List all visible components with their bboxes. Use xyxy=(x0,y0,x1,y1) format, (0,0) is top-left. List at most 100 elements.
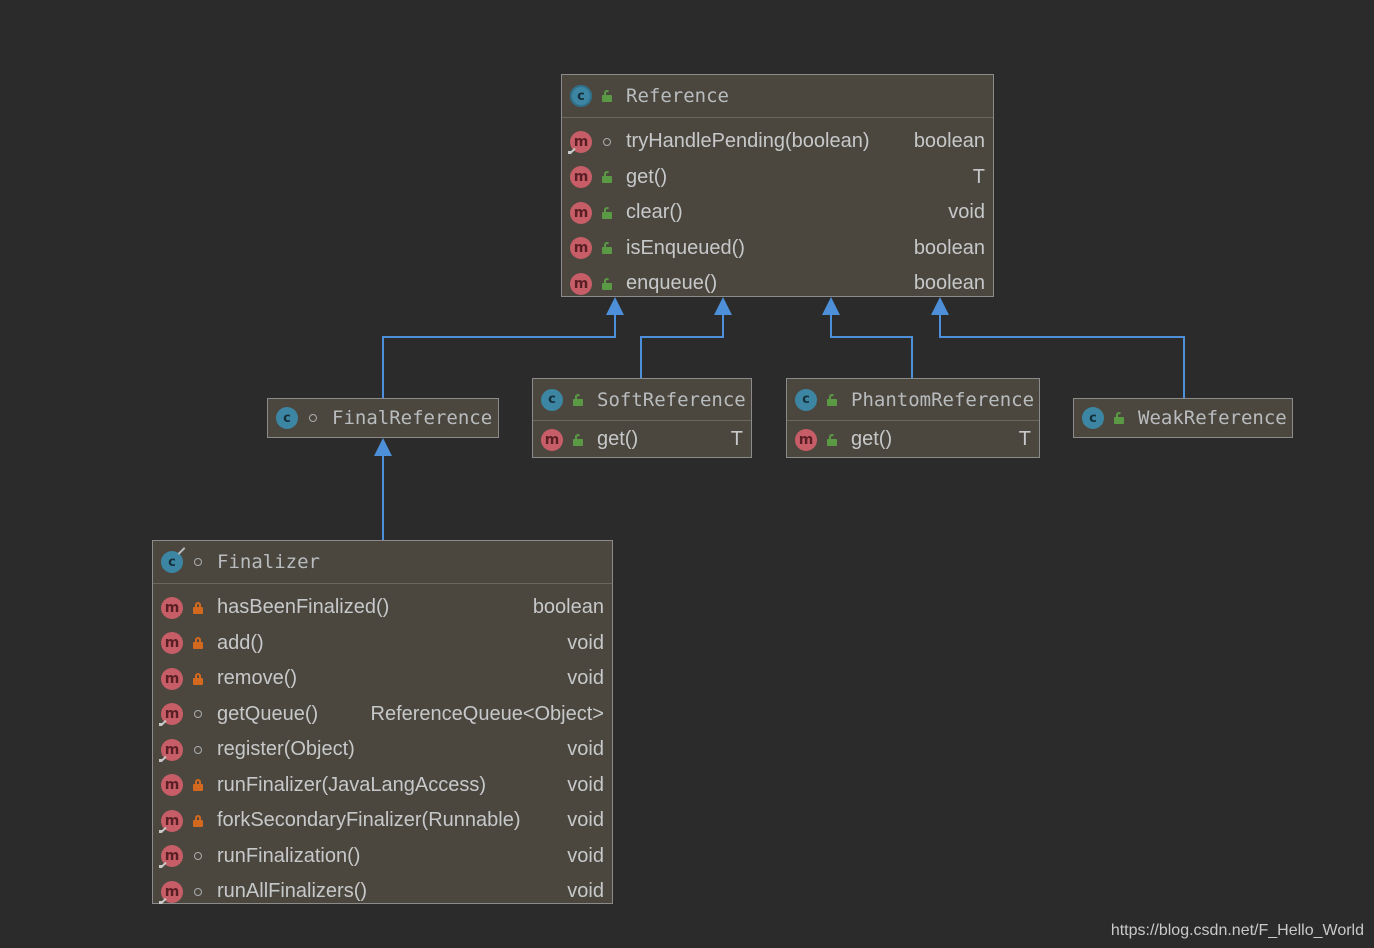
public-visibility-icon xyxy=(600,241,614,255)
public-visibility-icon xyxy=(1112,411,1126,425)
class-name: FinalReference xyxy=(332,407,493,429)
method-return-type: void xyxy=(567,773,604,796)
method-row[interactable]: m hasBeenFinalized() boolean xyxy=(153,590,612,626)
package-visibility-icon xyxy=(191,555,205,569)
class-name: Finalizer xyxy=(217,551,320,573)
method-return-type: T xyxy=(972,165,985,188)
method-return-type: T xyxy=(1018,428,1031,451)
method-row[interactable]: m runFinalizer(JavaLangAccess) void xyxy=(153,768,612,804)
class-icon: c xyxy=(541,388,563,411)
method-row[interactable]: m get() T xyxy=(787,422,1039,458)
public-visibility-icon xyxy=(825,393,839,407)
class-node-reference[interactable]: c Reference m tryHandlePending(boolean) bo… xyxy=(561,74,994,297)
method-return-type: void xyxy=(567,738,604,761)
class-header: c Finalizer xyxy=(153,541,612,584)
method-name: forkSecondaryFinalizer(Runnable) xyxy=(217,809,521,832)
class-header: c SoftReference xyxy=(533,379,751,421)
class-icon: c xyxy=(276,407,298,429)
static-modifier-icon xyxy=(159,755,167,763)
method-icon: m xyxy=(159,738,183,763)
method-icon: m xyxy=(161,596,183,619)
class-name: Reference xyxy=(626,85,729,107)
method-name: get() xyxy=(851,428,893,451)
public-visibility-icon xyxy=(600,206,614,220)
watermark: https://blog.csdn.net/F_Hello_World xyxy=(1110,922,1364,939)
method-name: runFinalizer(JavaLangAccess) xyxy=(217,773,487,796)
method-row[interactable]: m get() T xyxy=(562,160,993,196)
member-list: m tryHandlePending(boolean) boolean m get() T… xyxy=(562,118,993,306)
method-name: runFinalization() xyxy=(217,844,361,867)
final-modifier-icon xyxy=(177,547,186,556)
private-visibility-icon xyxy=(191,814,205,828)
inheritance-line xyxy=(939,314,1185,398)
class-icon: c xyxy=(795,388,817,411)
method-row[interactable]: m add() void xyxy=(153,626,612,662)
abstract-class-icon: c xyxy=(570,85,592,107)
method-return-type: boolean xyxy=(532,596,604,619)
public-visibility-icon xyxy=(571,433,585,447)
inheritance-arrowhead xyxy=(822,297,840,315)
private-visibility-icon xyxy=(191,778,205,792)
method-return-type: void xyxy=(567,631,604,654)
class-icon: c xyxy=(1082,407,1104,429)
method-icon: m xyxy=(159,703,183,727)
private-visibility-icon xyxy=(191,601,205,615)
method-icon: m xyxy=(568,130,592,154)
package-visibility-icon xyxy=(191,743,205,757)
method-name: hasBeenFinalized() xyxy=(217,596,390,619)
method-name: clear() xyxy=(626,201,683,224)
method-icon: m xyxy=(570,272,592,295)
class-node-finalizer[interactable]: c Finalizer m hasBeenFinalized() boolean m a… xyxy=(152,540,613,904)
private-visibility-icon xyxy=(191,636,205,650)
method-icon: m xyxy=(161,632,183,655)
public-visibility-icon xyxy=(600,89,614,103)
package-visibility-icon xyxy=(306,411,320,425)
method-name: getQueue() xyxy=(217,702,319,725)
static-modifier-icon xyxy=(159,826,167,834)
package-visibility-icon xyxy=(600,135,614,149)
class-name: WeakReference xyxy=(1138,407,1287,429)
class-node-weak-reference[interactable]: c WeakReference xyxy=(1073,398,1293,438)
method-icon: m xyxy=(570,237,592,260)
class-header: c WeakReference xyxy=(1074,399,1292,437)
inheritance-arrowhead xyxy=(606,297,624,315)
method-row[interactable]: m getQueue() ReferenceQueue<Object> xyxy=(153,697,612,733)
method-return-type: T xyxy=(730,428,743,451)
package-visibility-icon xyxy=(191,707,205,721)
static-modifier-icon xyxy=(159,719,167,727)
method-return-type: void xyxy=(567,809,604,832)
public-visibility-icon xyxy=(571,393,585,407)
method-return-type: boolean xyxy=(913,236,985,259)
method-icon: m xyxy=(795,428,817,451)
class-node-phantom-reference[interactable]: c PhantomReference m get() T xyxy=(786,378,1040,458)
method-name: tryHandlePending(boolean) xyxy=(626,130,870,153)
method-icon: m xyxy=(570,166,592,189)
method-return-type: boolean xyxy=(913,272,985,295)
method-name: isEnqueued() xyxy=(626,236,745,259)
method-return-type: void xyxy=(567,880,604,903)
method-return-type: void xyxy=(948,201,985,224)
method-row[interactable]: m isEnqueued() boolean xyxy=(562,231,993,267)
class-header: c PhantomReference xyxy=(787,379,1039,421)
inheritance-line xyxy=(382,314,616,398)
method-return-type: ReferenceQueue<Object> xyxy=(370,702,605,725)
method-name: add() xyxy=(217,631,264,654)
static-modifier-icon xyxy=(159,897,167,905)
class-node-final-reference[interactable]: c FinalReference xyxy=(267,398,499,438)
method-icon: m xyxy=(161,774,183,797)
method-return-type: void xyxy=(567,844,604,867)
method-name: get() xyxy=(626,165,668,188)
package-visibility-icon xyxy=(191,849,205,863)
member-list: m get() T xyxy=(787,421,1039,458)
